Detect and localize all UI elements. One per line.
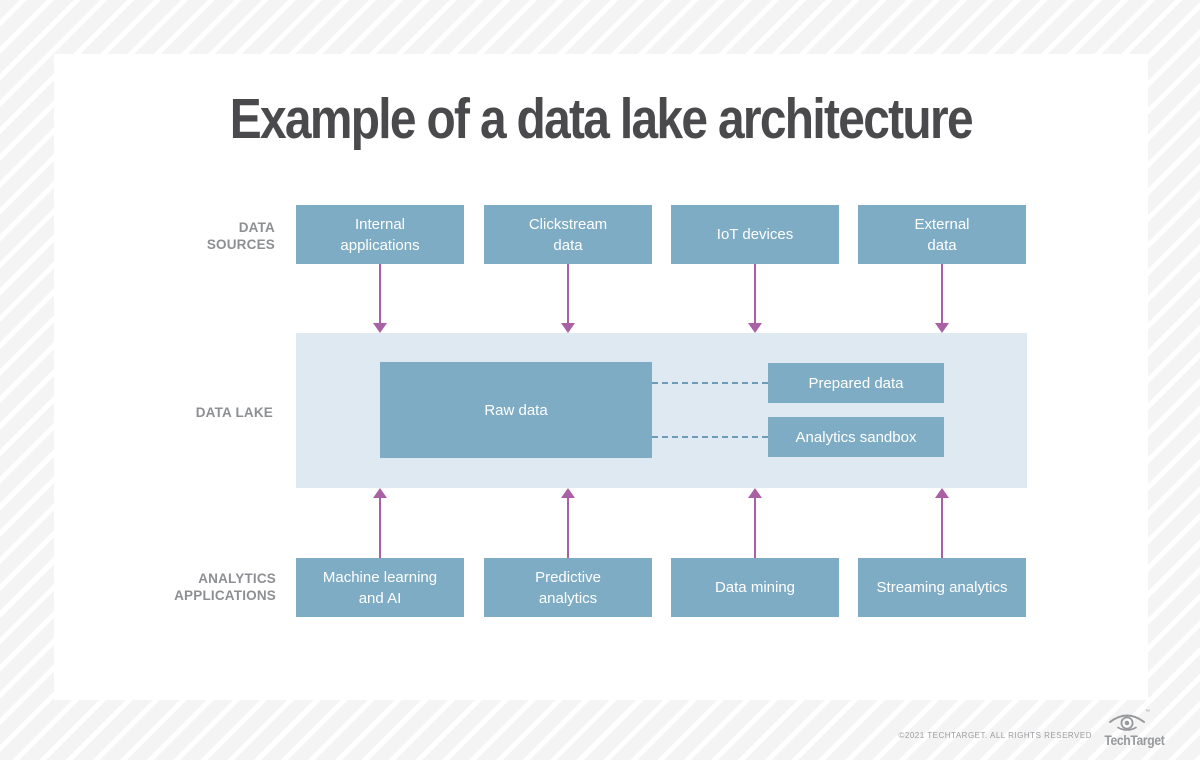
up-arrow-icon xyxy=(935,488,949,558)
logo-wordmark: TechTarget xyxy=(1104,733,1165,748)
up-arrow-icon xyxy=(373,488,387,558)
copyright-text: ©2021 TECHTARGET. ALL RIGHTS RESERVED xyxy=(898,731,1092,740)
arrow-head xyxy=(561,488,575,498)
source-box-iot-devices: IoT devices xyxy=(671,205,839,264)
trademark-symbol: ™ xyxy=(1145,709,1150,715)
analytics-sandbox-box: Analytics sandbox xyxy=(768,417,944,457)
arrow-head xyxy=(561,323,575,333)
arrow-head xyxy=(935,323,949,333)
arrow-head xyxy=(748,323,762,333)
up-arrow-icon xyxy=(561,488,575,558)
source-box-clickstream-data: Clickstream data xyxy=(484,205,652,264)
down-arrow-icon xyxy=(561,264,575,333)
down-arrow-icon xyxy=(748,264,762,333)
prepared-data-box: Prepared data xyxy=(768,363,944,403)
row-label-data-lake: DATA LAKE xyxy=(195,405,273,420)
dashed-connector-raw-to-prepared xyxy=(652,382,768,384)
techtarget-logo: ™ TechTarget xyxy=(1101,709,1164,750)
title-container: Example of a data lake architecture xyxy=(54,87,1148,151)
source-box-external-data: External data xyxy=(858,205,1026,264)
row-label-analytics-applications: ANALYTICS APPLICATIONS xyxy=(174,571,276,604)
eye-icon xyxy=(1109,714,1145,731)
analytics-box-data-mining: Data mining xyxy=(671,558,839,617)
arrow-shaft xyxy=(379,497,381,558)
arrow-shaft xyxy=(754,264,756,324)
arrow-shaft xyxy=(754,497,756,558)
down-arrow-icon xyxy=(373,264,387,333)
arrow-shaft xyxy=(567,497,569,558)
down-arrow-icon xyxy=(935,264,949,333)
analytics-box-streaming-analytics: Streaming analytics xyxy=(858,558,1026,617)
row-label-data-sources: DATA SOURCES xyxy=(206,220,275,253)
arrow-shaft xyxy=(941,497,943,558)
analytics-box-predictive-analytics: Predictive analytics xyxy=(484,558,652,617)
page-title: Example of a data lake architecture xyxy=(229,87,974,151)
arrow-head xyxy=(935,488,949,498)
arrow-shaft xyxy=(567,264,569,324)
analytics-box-machine-learning-ai: Machine learning and AI xyxy=(296,558,464,617)
raw-data-box: Raw data xyxy=(380,362,652,458)
dashed-connector-raw-to-sandbox xyxy=(652,436,768,438)
arrow-shaft xyxy=(379,264,381,324)
arrow-head xyxy=(373,488,387,498)
up-arrow-icon xyxy=(748,488,762,558)
arrow-shaft xyxy=(941,264,943,324)
source-box-internal-applications: Internal applications xyxy=(296,205,464,264)
arrow-head xyxy=(373,323,387,333)
arrow-head xyxy=(748,488,762,498)
